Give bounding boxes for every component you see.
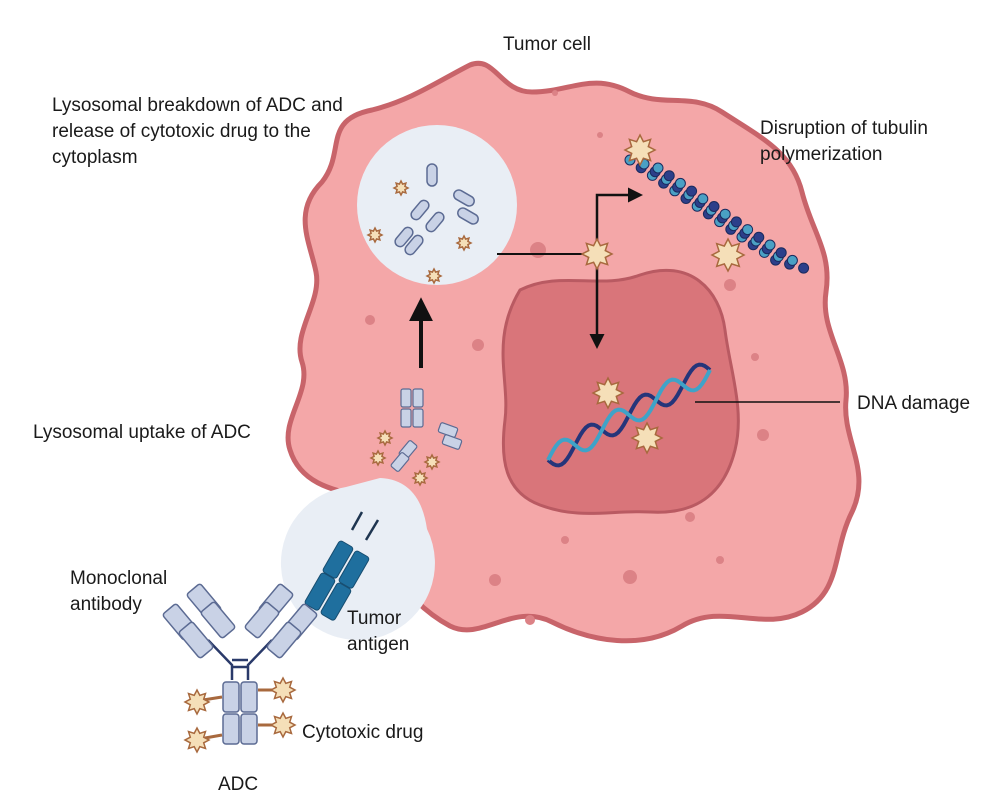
antibody-fragment: [404, 234, 424, 256]
antibody-fragments: [394, 163, 479, 256]
antibody-domain: [222, 681, 240, 713]
antibody-fragment: [410, 199, 430, 221]
tubulin-arrow: [595, 187, 643, 240]
drug-star-icon: [183, 726, 211, 754]
drug-star-icon: [580, 237, 614, 271]
label-tubulin: Disruption of tubulin polymerization: [760, 118, 933, 165]
antibody-fragment: [457, 207, 479, 225]
antibody-domain: [240, 713, 258, 745]
tubulin-bead: [652, 162, 664, 174]
antibody-domain: [244, 601, 280, 639]
antibody-fragment: [425, 211, 445, 233]
drug-star-icon: [425, 267, 443, 285]
internal-antibody-domain: [390, 452, 410, 472]
lysosome-breakdown: [357, 125, 517, 285]
vesicle-dot: [685, 512, 695, 522]
adc-antibody: [162, 583, 318, 745]
vesicle-dot: [597, 132, 603, 138]
antibody-domain: [266, 621, 302, 659]
label-tumor-antigen: Tumor antigen: [347, 608, 409, 655]
vesicle-dot: [525, 615, 535, 625]
drug-star-icon: [623, 133, 657, 167]
internal-antibody-domain: [412, 408, 424, 428]
vesicle-dot: [552, 90, 558, 96]
antibody-domain: [200, 601, 236, 639]
antibody-domain: [240, 681, 258, 713]
antibody-hinge: [207, 639, 273, 680]
antibody-fragment: [394, 226, 414, 248]
tubulin-bead: [764, 239, 776, 251]
drug-star-icon: [269, 676, 297, 704]
drug-star-icon: [369, 449, 387, 467]
drug-star-icon: [269, 711, 297, 739]
vesicle-dot: [489, 574, 501, 586]
tubulin-bead: [742, 224, 754, 236]
tubulin-bead: [686, 185, 698, 197]
drug-star-icon: [392, 179, 410, 197]
drug-star-icon: [423, 453, 441, 471]
dna-helix: [546, 362, 712, 468]
drug-star-icon: [183, 688, 211, 716]
antibody-domain: [222, 713, 240, 745]
label-cytotoxic-drug: Cytotoxic drug: [302, 722, 423, 743]
vesicle-dot: [623, 570, 637, 584]
drug-star-icon: [710, 237, 746, 273]
drug-star-icon: [455, 234, 473, 252]
vesicle-dot: [757, 429, 769, 441]
cytotoxic-drug-stars: [183, 133, 746, 754]
tubulin-bead: [663, 170, 675, 182]
drug-star-icon: [630, 421, 664, 455]
tubulin-bead: [786, 254, 798, 266]
vesicle-dot: [724, 279, 736, 291]
dna-strand: [546, 369, 712, 461]
label-lysosomal-uptake: Lysosomal uptake of ADC: [33, 422, 251, 443]
tubulin-bead: [798, 262, 810, 274]
vesicle-dot: [751, 353, 759, 361]
label-tumor-cell: Tumor cell: [503, 34, 591, 55]
tubulin-bead: [697, 193, 709, 205]
drug-star-icon: [411, 469, 429, 487]
antibody-fragment: [453, 189, 475, 207]
internal-antibody-domain: [400, 388, 412, 408]
vesicle-dot: [365, 315, 375, 325]
internal-antibody-domain: [400, 408, 412, 428]
drug-linker: [202, 695, 223, 702]
label-dna-damage: DNA damage: [857, 393, 970, 414]
tubulin-bead: [719, 208, 731, 220]
drug-star-icon: [591, 376, 625, 410]
tubulin-bead: [708, 201, 720, 212]
label-lysosomal-breakdown: Lysosomal breakdown of ADC and release o…: [52, 95, 348, 168]
antibody-fragment: [426, 163, 438, 187]
tubulin-microtubules: [624, 154, 810, 274]
vesicle-dot: [716, 556, 724, 564]
internal-antibody-domain: [412, 388, 424, 408]
internalized-adc: [390, 388, 463, 472]
internal-antibody-domain: [441, 434, 463, 450]
drug-star-icon: [366, 226, 384, 244]
drug-star-icon: [376, 429, 394, 447]
drug-linker: [204, 733, 223, 740]
vesicle-dot: [472, 339, 484, 351]
tubulin-bead: [753, 231, 765, 243]
label-monoclonal-antibody: Monoclonal antibody: [70, 568, 172, 615]
tubulin-bead: [730, 216, 742, 228]
tumor-antigen: [304, 511, 380, 621]
tubulin-bead: [775, 247, 787, 259]
vesicle-dot: [530, 242, 546, 258]
label-adc: ADC: [218, 774, 258, 795]
tubulin-bead: [674, 177, 686, 189]
vesicle-dot: [561, 536, 569, 544]
antibody-domain: [178, 621, 214, 659]
